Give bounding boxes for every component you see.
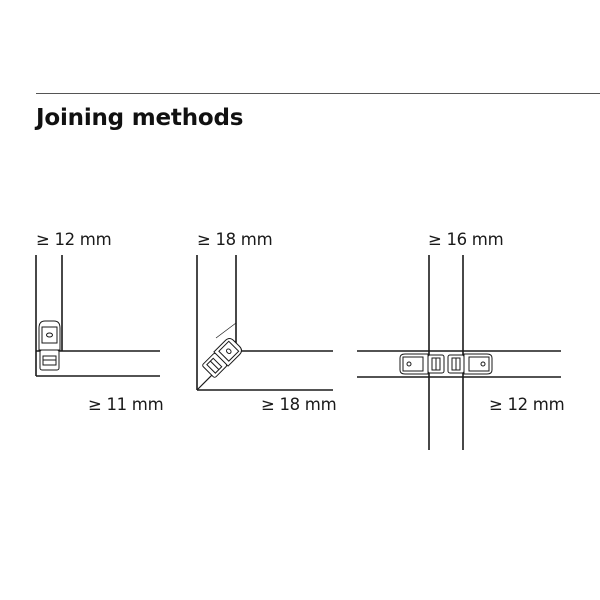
diagram-2-connector-icon — [202, 337, 243, 378]
diagram-3-connector-left-icon — [399, 353, 445, 375]
diagram-1-top-label: ≥ 12 mm — [36, 230, 112, 249]
page-title: Joining methods — [36, 105, 244, 131]
diagram-1-bottom-label: ≥ 11 mm — [88, 395, 164, 414]
header-rule — [36, 93, 600, 94]
diagram-2-top-label: ≥ 18 mm — [197, 230, 273, 249]
diagram-3-bottom-label: ≥ 12 mm — [489, 395, 565, 414]
diagram-1-connector-icon — [38, 320, 61, 371]
diagram-3-top-label: ≥ 16 mm — [428, 230, 504, 249]
diagram-3-butt-joint — [357, 255, 561, 450]
diagram-2-bottom-label: ≥ 18 mm — [261, 395, 337, 414]
diagram-3-connector-right-icon — [447, 353, 493, 375]
